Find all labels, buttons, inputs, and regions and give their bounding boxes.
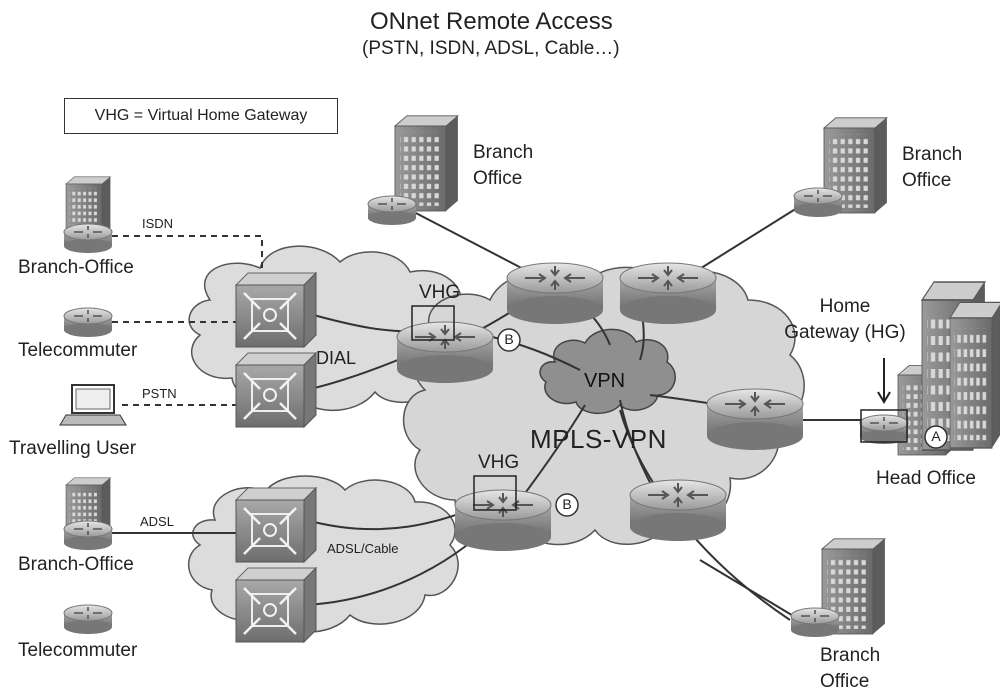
home-gateway-arrow — [877, 358, 891, 404]
adsl-cable-cloud-label: ADSL/Cable — [327, 541, 399, 556]
vhg-box-dial — [411, 305, 455, 341]
adsl-label: ADSL — [140, 514, 174, 529]
branch-top-right-label-1: Branch — [902, 144, 963, 165]
core-router-right — [706, 388, 804, 451]
branch-office-isdn-router — [63, 223, 113, 254]
marker-b-adsl — [555, 493, 579, 517]
branch-bottom-label-2: Office — [820, 671, 870, 692]
branch-top-left-label-2: Office — [473, 168, 523, 189]
telecommuter-top-router — [63, 307, 113, 338]
core-router-top-left — [506, 262, 604, 325]
diagram-title: ONnet Remote Access — [370, 8, 613, 35]
core-router-top-right — [619, 262, 717, 325]
vpn-label: VPN — [584, 370, 626, 392]
branch-bottom-label-1: Branch — [820, 645, 881, 666]
vhg-label-dial: VHG — [419, 282, 461, 303]
home-gateway-label-2: Gateway (HG) — [784, 322, 906, 343]
dial-access-switch-2 — [234, 351, 318, 429]
branch-top-right-router — [793, 187, 843, 218]
marker-b-adsl-label: B — [562, 496, 572, 512]
diagram-subtitle: (PSTN, ISDN, ADSL, Cable…) — [362, 38, 620, 59]
travelling-user-label: Travelling User — [9, 438, 137, 459]
head-office-label: Head Office — [876, 468, 976, 489]
marker-a — [924, 425, 948, 449]
home-gateway-label-1: Home — [819, 296, 871, 317]
head-office-buildings — [897, 281, 1000, 456]
marker-a-label: A — [931, 428, 941, 444]
home-gateway-router — [859, 414, 909, 445]
branch-top-left-router — [367, 195, 417, 226]
core-router-bottom — [629, 479, 727, 542]
branch-office-isdn-label: Branch-Office — [18, 257, 134, 278]
telecommuter-bottom-router — [63, 604, 113, 635]
mpls-vpn-label: MPLS-VPN — [530, 424, 667, 454]
marker-b-dial-label: B — [504, 331, 514, 347]
isdn-label: ISDN — [142, 216, 174, 231]
adsl-cable-cloud — [187, 475, 459, 633]
vhg-box-adsl — [473, 475, 517, 511]
vhg-router-adsl — [454, 489, 552, 552]
branch-top-right-label-2: Office — [902, 170, 952, 191]
adsl-access-switch-2 — [234, 566, 318, 644]
branch-bottom-router — [790, 607, 840, 638]
branch-top-left-label-1: Branch — [473, 142, 534, 163]
marker-b-dial — [497, 328, 521, 352]
laptop-icon — [59, 384, 127, 426]
pstn-label: PSTN — [142, 386, 177, 401]
vhg-label-adsl: VHG — [478, 452, 520, 473]
legend-box: VHG = Virtual Home Gateway — [64, 98, 338, 134]
branch-office-adsl-label: Branch-Office — [18, 554, 134, 575]
isdn-link — [112, 235, 263, 280]
dial-access-switch-1 — [234, 271, 318, 349]
telecommuter-bottom-label: Telecommuter — [18, 640, 138, 661]
home-gateway-box — [860, 409, 908, 443]
adsl-access-switch-1 — [234, 486, 318, 564]
dial-cloud-label: DIAL — [316, 348, 357, 368]
branch-office-adsl-router — [63, 520, 113, 551]
telecommuter-top-label: Telecommuter — [18, 340, 138, 361]
